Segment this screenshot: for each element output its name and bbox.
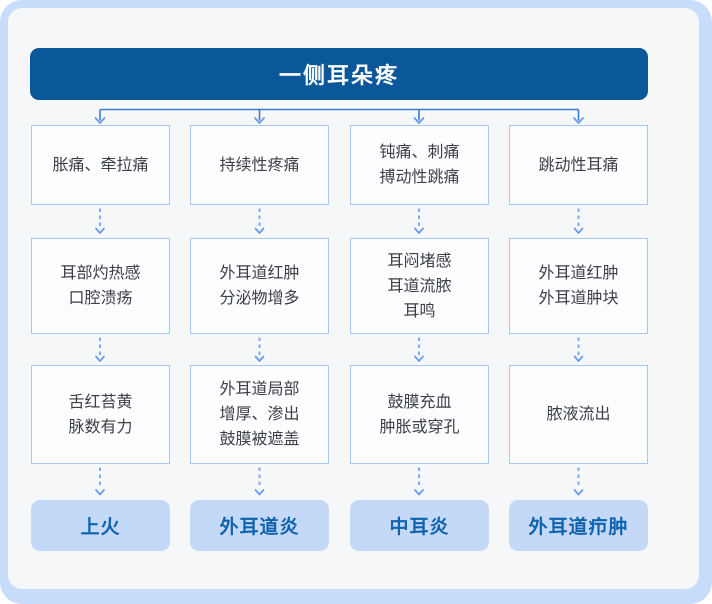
flowchart-title: 一侧耳朵疼	[30, 48, 648, 100]
col2-diagnosis-box: 外耳道炎	[190, 500, 329, 551]
col1-sign-box-1: 耳部灼热感 口腔溃疡	[31, 238, 170, 334]
col2-sign-box-1: 外耳道红肿 分泌物增多	[190, 238, 329, 334]
col3-sign-box-2: 鼓膜充血 肿胀或穿孔	[350, 365, 489, 464]
col3-symptom-box: 钝痛、刺痛 搏动性跳痛	[350, 125, 489, 205]
col1-sign-box-2: 舌红苔黄 脉数有力	[31, 365, 170, 464]
col4-symptom-box: 跳动性耳痛	[509, 125, 648, 205]
col1-symptom-box: 胀痛、牵拉痛	[31, 125, 170, 205]
col2-symptom-box: 持续性疼痛	[190, 125, 329, 205]
col3-sign-box-1: 耳闷堵感 耳道流脓 耳鸣	[350, 238, 489, 334]
col4-diagnosis-box: 外耳道疖肿	[509, 500, 648, 551]
col3-diagnosis-box: 中耳炎	[350, 500, 489, 551]
col4-sign-box-2: 脓液流出	[509, 365, 648, 464]
col1-diagnosis-box: 上火	[31, 500, 170, 551]
col4-sign-box-1: 外耳道红肿 外耳道肿块	[509, 238, 648, 334]
col2-sign-box-2: 外耳道局部 增厚、渗出 鼓膜被遮盖	[190, 365, 329, 464]
